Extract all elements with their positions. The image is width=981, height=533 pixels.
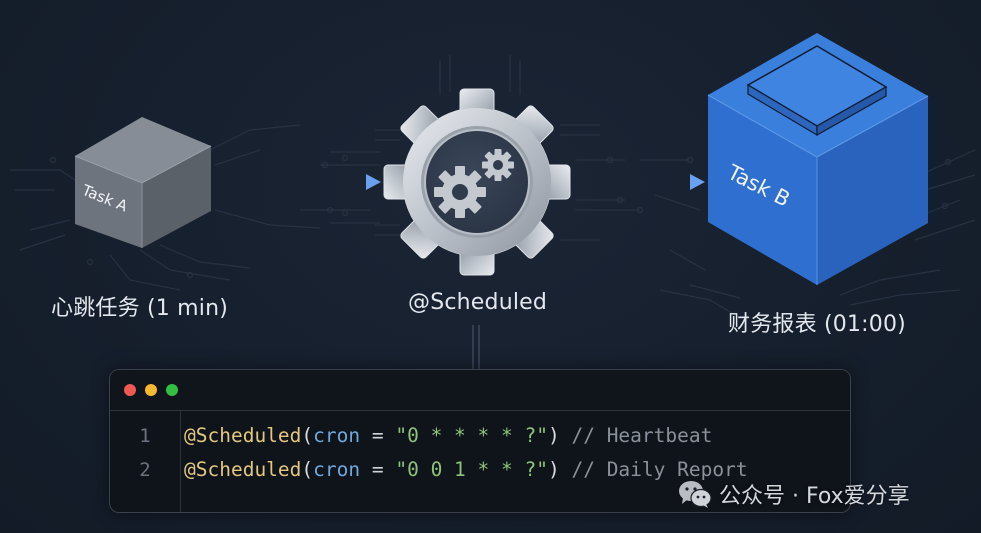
code-comment: // Daily Report	[559, 458, 748, 481]
task-b-cube-icon: Task B	[707, 33, 929, 285]
code-string: "0 * * * * ?"	[395, 424, 548, 447]
minimize-window-dot-icon[interactable]	[145, 384, 157, 396]
code-paren: )	[547, 424, 560, 447]
code-window: 1 2 @Scheduled(cron = "0 * * * * ?") // …	[109, 369, 851, 513]
arrow-task-a-to-scheduler	[212, 174, 381, 190]
line-number: 2	[139, 459, 151, 481]
code-paren: (	[301, 458, 314, 481]
tiny-cog-icon	[482, 149, 514, 181]
code-window-titlebar	[110, 370, 850, 411]
code-string: "0 0 1 * * ?"	[395, 458, 548, 481]
wechat-icon	[679, 481, 712, 508]
task-a-caption: 心跳任务 (1 min)	[51, 296, 229, 321]
line-number: 1	[139, 425, 151, 447]
scheduler-to-code-connector	[472, 325, 480, 369]
code-comment: // Heartbeat	[559, 424, 713, 447]
code-paren: )	[547, 458, 560, 481]
close-window-dot-icon[interactable]	[124, 384, 136, 396]
scheduler-gear-icon	[383, 88, 571, 276]
arrow-scheduler-to-task-b	[572, 174, 705, 190]
code-line: @Scheduled(cron = "0 * * * * ?") // Hear…	[184, 419, 748, 453]
code-annotation: @Scheduled	[184, 424, 302, 447]
watermark: 公众号 · Fox爱分享	[678, 478, 910, 510]
code-operator: =	[360, 424, 396, 447]
code-key: cron	[313, 424, 361, 447]
code-editor: 1 2 @Scheduled(cron = "0 * * * * ?") // …	[110, 411, 850, 512]
code-line: @Scheduled(cron = "0 0 1 * * ?") // Dail…	[184, 453, 748, 487]
maximize-window-dot-icon[interactable]	[166, 384, 178, 396]
scheduler-caption: @Scheduled	[408, 290, 548, 315]
code-key: cron	[313, 458, 361, 481]
code-lines: @Scheduled(cron = "0 * * * * ?") // Hear…	[181, 411, 748, 512]
code-annotation: @Scheduled	[184, 458, 302, 481]
code-operator: =	[360, 458, 396, 481]
code-paren: (	[301, 424, 314, 447]
small-cog-icon	[434, 166, 486, 218]
line-number-gutter: 1 2	[110, 411, 181, 512]
watermark-text: 公众号 · Fox爱分享	[719, 484, 910, 509]
task-a-cube-icon: Task A	[74, 117, 212, 248]
task-b-caption: 财务报表 (01:00)	[728, 312, 906, 337]
circuit-traces	[10, 55, 976, 319]
